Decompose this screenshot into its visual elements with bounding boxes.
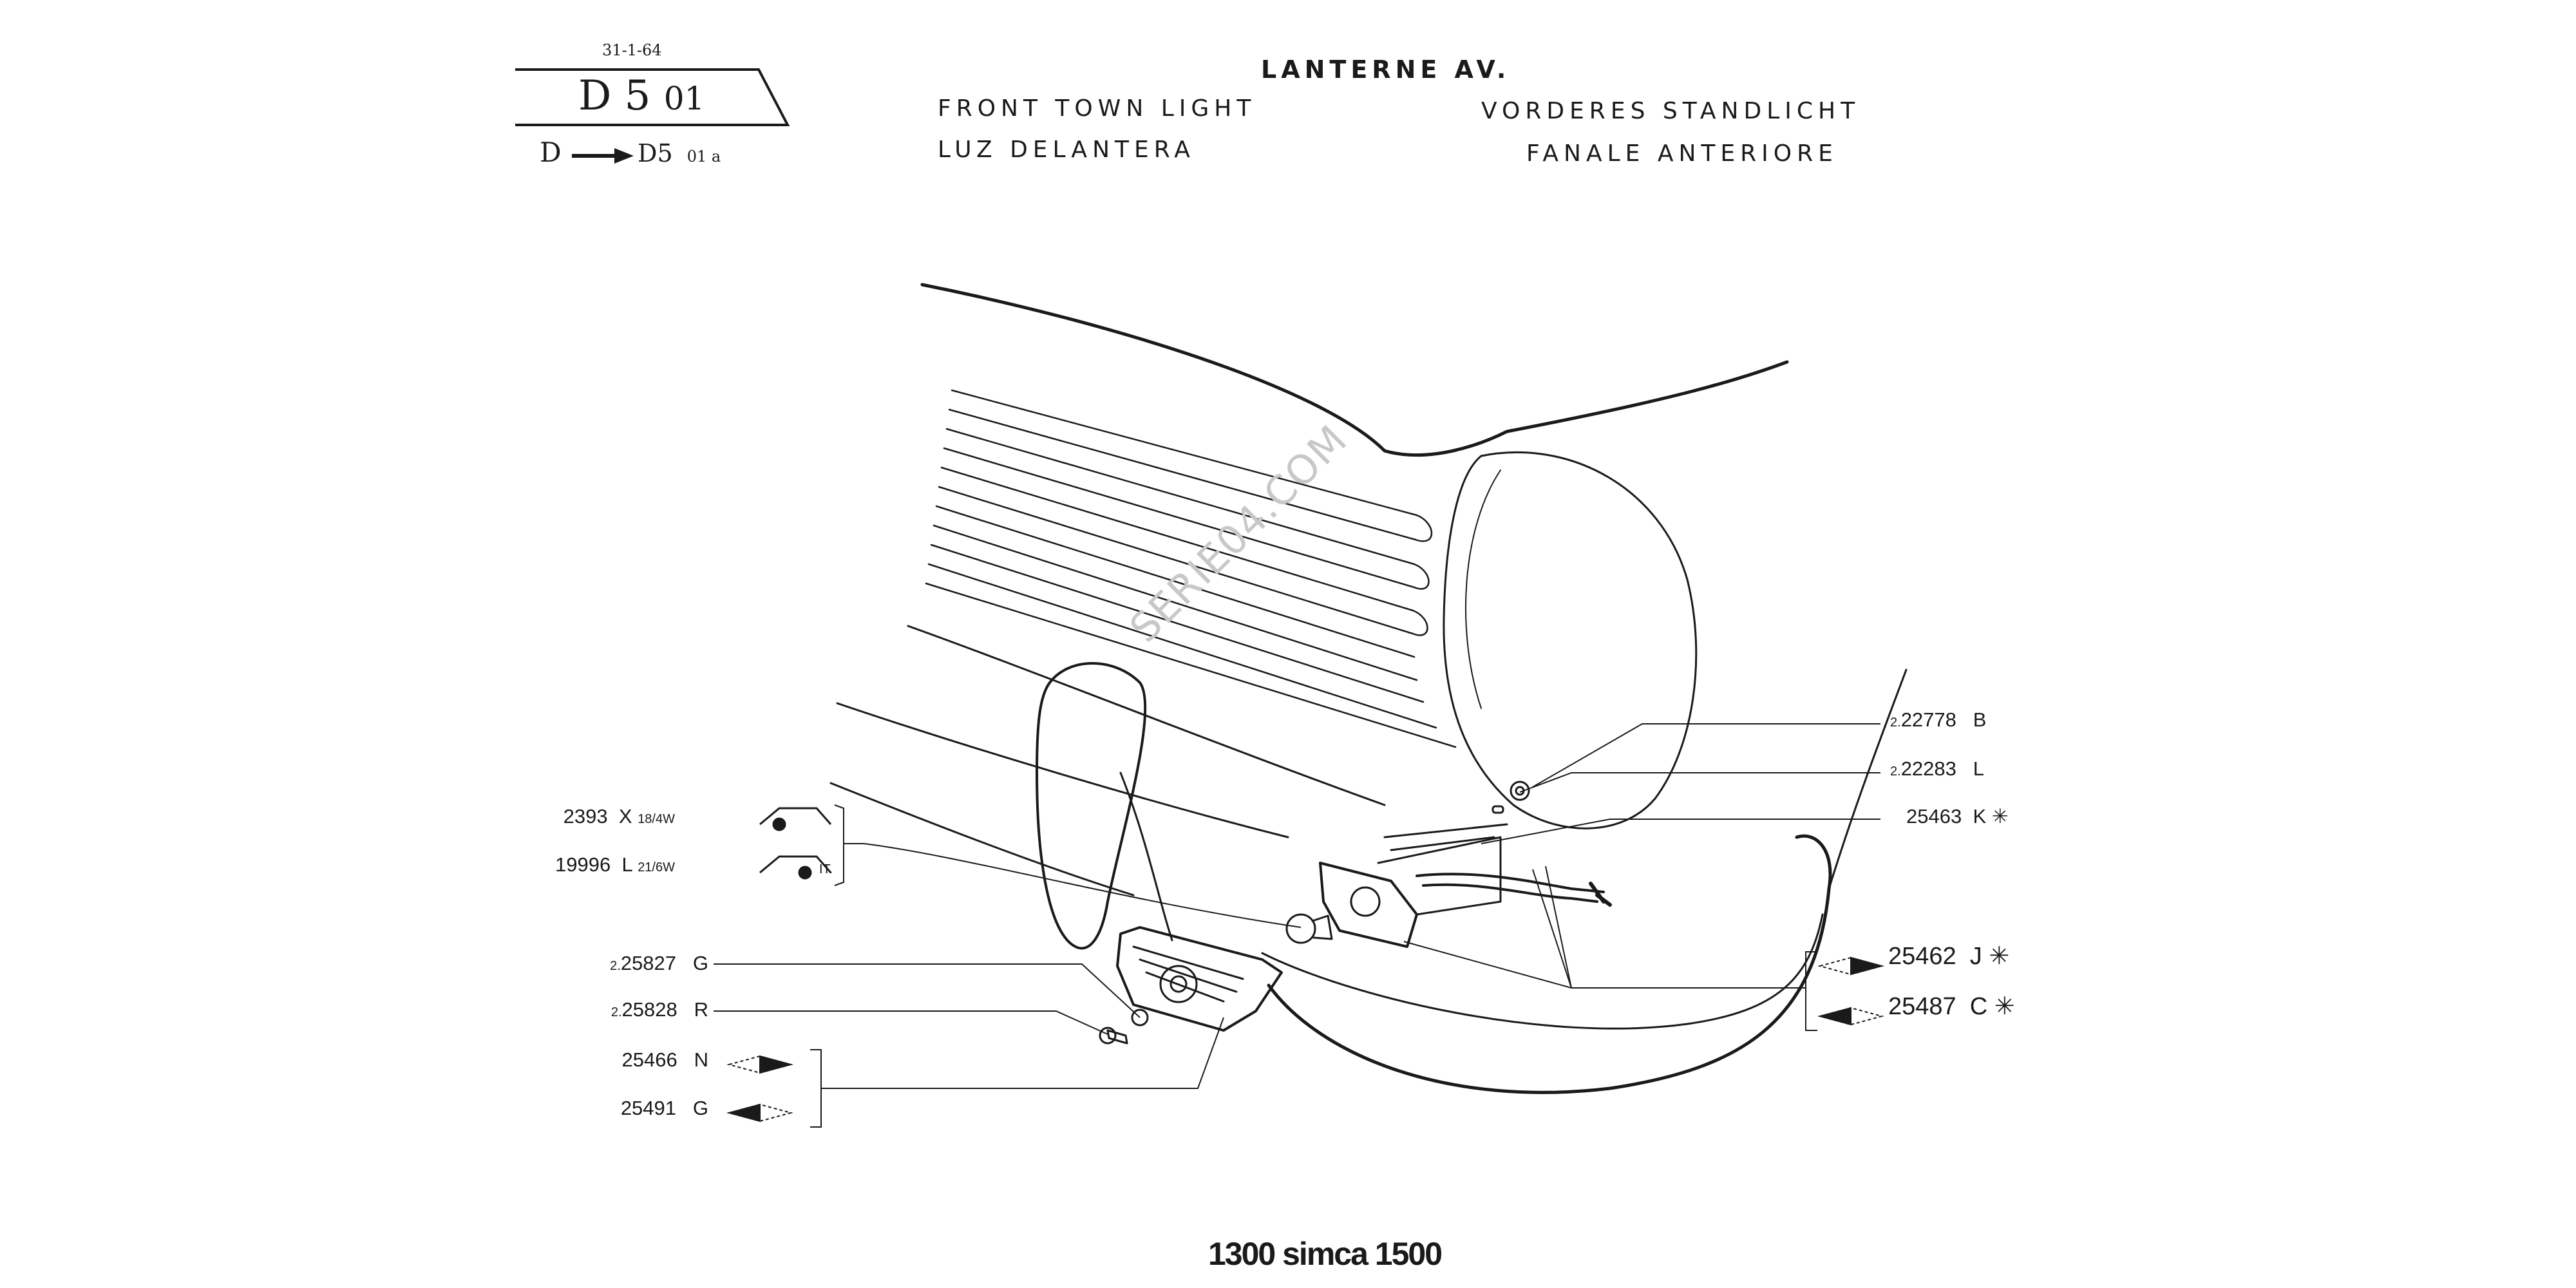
part-label-25463: 25463 K ✳ <box>1906 805 2009 828</box>
bracket-left-lower <box>810 1049 822 1128</box>
asterisk-icon: ✳ <box>1991 805 2009 828</box>
title-de: VORDERES STANDLICHT <box>1481 98 1861 124</box>
title-en: FRONT TOWN LIGHT <box>938 95 1256 122</box>
bulb <box>1285 913 1316 944</box>
lamp-base <box>1319 862 1418 948</box>
ref-target: D5 01 a <box>638 139 721 167</box>
ref-main-suffix: 01 <box>663 80 705 117</box>
bracket-right <box>1805 951 1817 1031</box>
title-fr: LANTERNE AV. <box>1261 55 1511 84</box>
headlamp-outline <box>1443 451 1698 829</box>
overrider <box>1036 662 1147 950</box>
part-label-22283: 2.22283 L <box>1890 757 1984 780</box>
brand-logo: 1300 simca 1500 <box>1208 1236 1443 1272</box>
ref-prefix: D <box>540 137 562 168</box>
part-label-25491: 25491 G <box>620 1097 708 1119</box>
mount-hole <box>1492 805 1504 814</box>
part-label-25487: 25487 C ✳ <box>1888 993 2015 1020</box>
nut <box>1510 781 1530 801</box>
part-label-19996: 19996 L 21/6W <box>555 853 675 876</box>
part-label-22778: 2.22778 B <box>1890 708 1987 731</box>
hood-edge <box>920 283 1789 457</box>
screw <box>1106 1029 1128 1045</box>
lamp-symbols <box>759 807 832 880</box>
ref-target-code: D5 <box>638 139 673 167</box>
side-markers <box>726 956 1884 1122</box>
ref-target-suffix: 01 a <box>687 147 721 166</box>
lamp-housing <box>1116 926 1283 1032</box>
date-stamp: 31-1-64 <box>602 41 662 59</box>
part-label-25827: 2.25827 G <box>610 952 708 974</box>
part-label-25828: 2.25828 R <box>611 998 708 1021</box>
asterisk-icon: ✳ <box>1994 993 2015 1020</box>
part-label-2393: 2393 X 18/4W <box>563 805 675 828</box>
ref-crossref: D <box>540 137 562 168</box>
grille-slats <box>925 389 1457 748</box>
fender-line <box>907 625 1386 806</box>
part-label-25462: 25462 J ✳ <box>1888 943 2010 970</box>
arrow-right-icon <box>572 148 634 164</box>
ref-main-code: D 5 <box>578 72 651 120</box>
title-es: LUZ DELANTERA <box>938 137 1195 163</box>
asterisk-icon: ✳ <box>1989 943 2010 970</box>
ref-tab-shape <box>515 68 790 126</box>
title-it: FANALE ANTERIORE <box>1526 140 1838 167</box>
ref-main: D 5 01 <box>578 72 705 120</box>
part-label-note-it: IT. <box>819 862 833 876</box>
bracket-left-upper <box>834 804 844 886</box>
bumper-outline <box>1267 834 1832 1094</box>
washer <box>1131 1009 1149 1027</box>
part-label-25466: 25466 N <box>621 1048 708 1071</box>
wire-harness <box>1416 873 1605 893</box>
